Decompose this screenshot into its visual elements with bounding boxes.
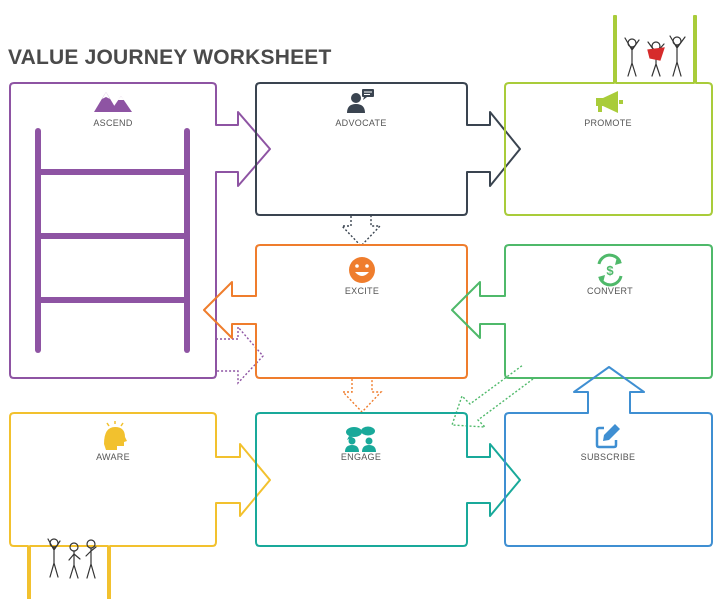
promote-stage[interactable]: PROMOTE [504,15,713,216]
convert-stage[interactable]: $ CONVERT [451,244,713,379]
ascend-label: ASCEND [93,118,133,128]
ladder-illustration [35,128,190,353]
excite-label: EXCITE [345,286,379,296]
aware-label: AWARE [96,452,130,462]
person-speech-icon [347,89,374,113]
head-lightbulb-icon [104,421,127,450]
ascend-stage[interactable]: ASCEND [9,82,271,385]
excite-to-engage-arrow [341,379,383,414]
page-title: VALUE JOURNEY WORKSHEET [8,46,332,69]
convert-label: CONVERT [587,286,633,296]
cheering-figures-illustration [624,35,686,77]
convert-to-engage-arrow [451,364,534,428]
engage-stage[interactable]: ENGAGE [255,412,521,547]
excite-stage[interactable]: EXCITE [203,244,468,379]
mountains-icon [94,92,132,112]
megaphone-icon [596,91,623,113]
advocate-to-excite-arrow [340,216,382,248]
edit-square-icon [595,424,620,449]
thinking-figures-illustration [47,538,97,579]
smiley-icon [349,257,375,283]
aware-stage[interactable]: AWARE [9,412,271,599]
engage-label: ENGAGE [341,452,381,462]
subscribe-stage[interactable]: SUBSCRIBE [504,366,713,547]
people-chat-icon [345,426,376,452]
svg-text:$: $ [606,263,614,278]
advocate-stage[interactable]: ADVOCATE [255,82,521,216]
subscribe-label: SUBSCRIBE [581,452,636,462]
advocate-label: ADVOCATE [335,118,386,128]
promote-label: PROMOTE [584,118,632,128]
dollar-cycle-icon: $ [597,253,623,287]
